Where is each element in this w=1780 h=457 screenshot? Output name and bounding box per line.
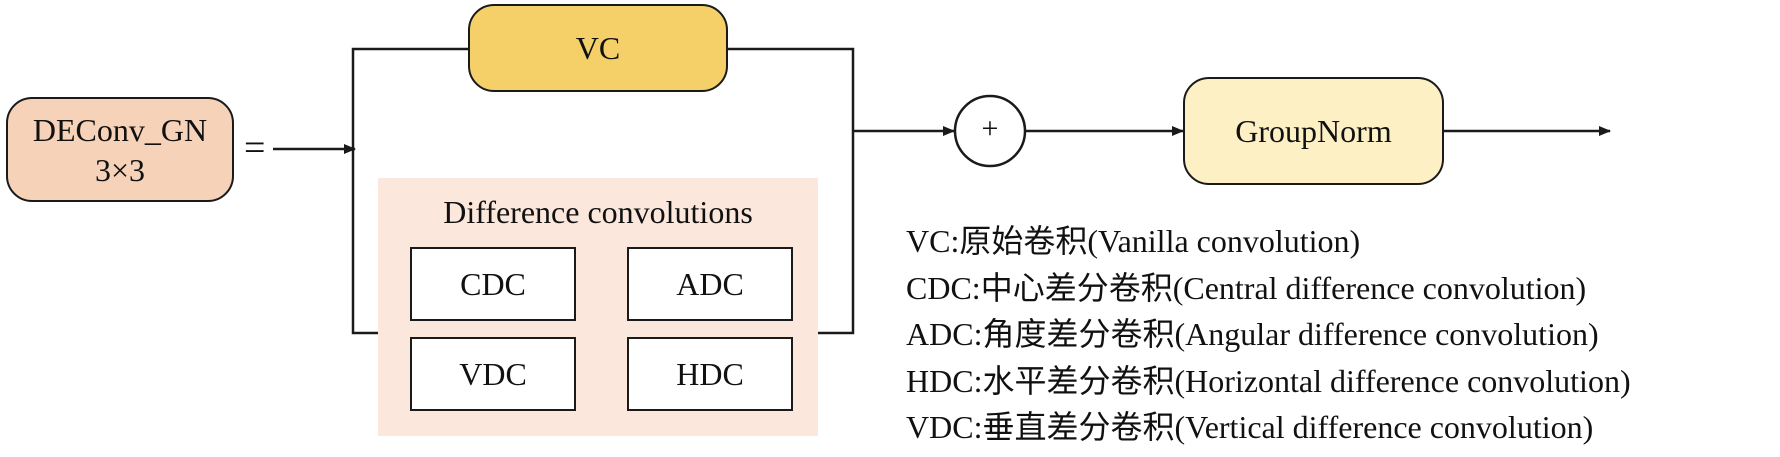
- groupnorm-block: GroupNorm: [1183, 77, 1444, 185]
- right-branch-line: [728, 47, 855, 335]
- cdc-box: CDC: [410, 247, 576, 321]
- module-size: 3×3: [94, 151, 146, 188]
- legend-item-adc: ADC:角度差分卷积(Angular difference convolutio…: [906, 316, 1599, 352]
- module-name: DEConv_GN: [32, 111, 208, 148]
- legend-item-cdc: CDC:中心差分卷积(Central difference convolutio…: [906, 269, 1587, 306]
- adc-box: ADC: [627, 247, 793, 321]
- vdc-box: VDC: [410, 337, 576, 411]
- groupnorm-label: GroupNorm: [1235, 113, 1392, 149]
- hdc-box: HDC: [627, 337, 793, 411]
- legend-item-hdc: HDC:水平差分卷积(Horizontal difference convolu…: [906, 362, 1631, 399]
- cdc-label: CDC: [460, 266, 526, 302]
- vc-block: VC: [468, 4, 728, 92]
- left-branch-line: [351, 47, 468, 335]
- equals-sign: =: [244, 127, 266, 169]
- legend-item-vc: VC:原始卷积(Vanilla convolution): [906, 223, 1361, 259]
- difference-group-title: Difference convolutions: [443, 194, 753, 230]
- vdc-label: VDC: [459, 356, 527, 392]
- vc-label: VC: [575, 30, 621, 66]
- sum-symbol: +: [981, 112, 999, 145]
- deconv-gn-module: DEConv_GN 3×3: [6, 97, 234, 202]
- hdc-label: HDC: [676, 356, 744, 392]
- legend-item-vdc: VDC:垂直差分卷积(Vertical difference convoluti…: [906, 409, 1594, 445]
- legend: VC:原始卷积(Vanilla convolution) CDC:中心差分卷积(…: [906, 218, 1631, 451]
- adc-label: ADC: [676, 266, 744, 302]
